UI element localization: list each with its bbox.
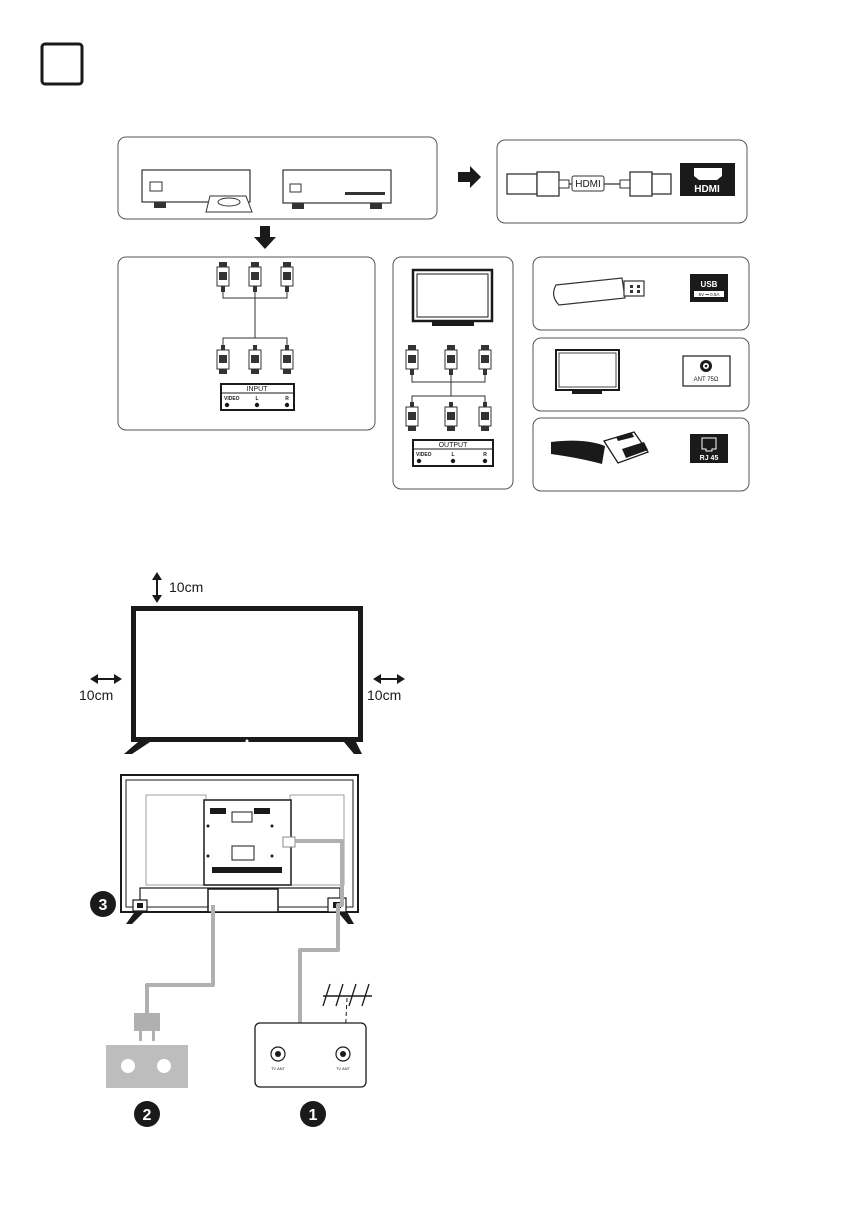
hdmi-port-label: HDMI: [694, 184, 720, 195]
step-2-badge: 2: [134, 1101, 160, 1127]
output-port-r: R: [483, 452, 487, 458]
rca-plug-out-bottom-left: [406, 402, 418, 431]
step-3-badge: 3: [90, 891, 116, 917]
rca-plug-bottom-right: [281, 345, 293, 374]
input-port-l: L: [255, 396, 258, 402]
source-devices-panel: [118, 137, 437, 219]
usb-port-sublabel: 5V ⎓ 0.5A: [699, 292, 720, 297]
rca-plug-bottom-center: [249, 345, 261, 374]
tv-icon: [413, 270, 492, 326]
input-port-r: R: [285, 396, 289, 402]
rca-plug-out-top-center: [445, 345, 457, 375]
clearance-left-label: 10cm: [79, 687, 113, 703]
hdmi-port-badge: HDMI: [680, 163, 735, 196]
ant-port-badge: ANT 75Ω: [683, 356, 730, 386]
usb-drive-icon: [554, 278, 644, 305]
av-input-panel: INPUT VIDEO L R: [118, 257, 375, 430]
dvd-player-icon: [142, 170, 252, 212]
output-port-video: VIDEO: [416, 452, 432, 458]
rj45-port-badge: RJ 45: [690, 434, 728, 463]
horizontal-double-arrow-right-icon: [373, 674, 405, 684]
rca-plug-out-top-right: [479, 345, 491, 375]
rj45-panel: RJ 45: [533, 418, 749, 491]
arrow-down-icon: [254, 226, 276, 249]
wall-port-right-label: TV ANT: [336, 1066, 351, 1071]
output-port-l: L: [451, 452, 454, 458]
tv-icon-small: [556, 350, 619, 394]
clearance-top-label: 10cm: [169, 579, 203, 595]
input-port-video: VIDEO: [224, 396, 240, 402]
clearance-right-label: 10cm: [367, 687, 401, 703]
set-top-box-icon: [283, 170, 391, 209]
horizontal-double-arrow-left-icon: [90, 674, 122, 684]
rca-plug-out-bottom-center: [445, 402, 457, 431]
ant-port-label: ANT 75Ω: [694, 377, 719, 383]
output-panel-title: OUTPUT: [439, 442, 469, 449]
rca-plug-out-bottom-right: [479, 402, 491, 431]
rj45-port-label: RJ 45: [700, 455, 719, 462]
rca-plug-top-right: [281, 262, 293, 292]
rca-plug-top-left: [217, 262, 229, 292]
usb-port-badge: USB 5V ⎓ 0.5A: [690, 274, 728, 302]
input-panel-title: INPUT: [247, 386, 269, 393]
wall-port-left-label: TV ANT: [271, 1066, 286, 1071]
rca-plug-top-center: [249, 262, 261, 292]
usb-port-label: USB: [701, 280, 718, 289]
arrow-right-icon: [458, 166, 481, 188]
step-3-number: 3: [99, 897, 108, 914]
hdmi-panel: HDMI HDMI: [497, 140, 747, 223]
antenna-panel: ANT 75Ω: [533, 338, 749, 411]
rca-plug-out-top-left: [406, 345, 418, 375]
antenna-wall-plate: TV ANT TV ANT: [255, 1023, 366, 1087]
section-marker-box: [42, 44, 82, 84]
step-1-badge: 1: [300, 1101, 326, 1127]
step-2-number: 2: [143, 1107, 152, 1124]
tv-front-view: 10cm 10cm 10cm: [79, 572, 405, 754]
ethernet-cable-icon: [551, 432, 648, 464]
rca-plug-bottom-left: [217, 345, 229, 374]
step-1-number: 1: [309, 1107, 318, 1124]
av-output-panel: OUTPUT VIDEO L R: [393, 257, 513, 489]
vertical-double-arrow-icon: [152, 572, 162, 603]
power-plug-icon: [134, 1013, 160, 1041]
usb-panel: USB 5V ⎓ 0.5A: [533, 257, 749, 330]
power-outlet-icon: [106, 1045, 188, 1088]
power-cable: [147, 905, 213, 1015]
tv-back-view: [121, 775, 358, 924]
hdmi-cable-label: HDMI: [575, 179, 601, 190]
